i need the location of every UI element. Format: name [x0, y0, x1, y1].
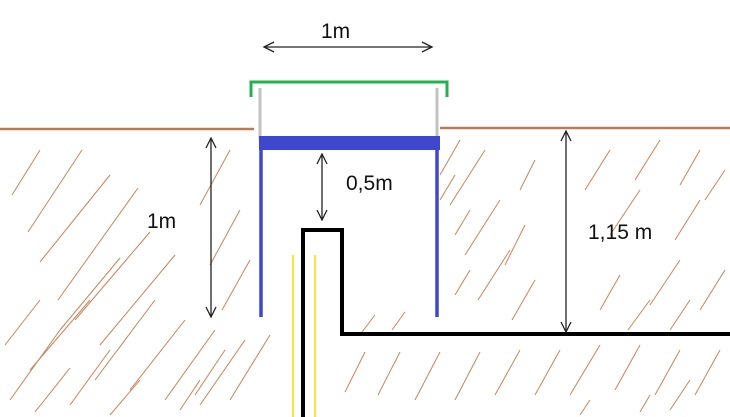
hatch-stroke [449, 149, 486, 206]
hatch-stroke [194, 349, 226, 396]
hatch-stroke [391, 311, 406, 331]
hatch-stroke [57, 187, 139, 301]
pipe-outline [301, 228, 730, 417]
inner-gap-label: 0,5m [346, 172, 393, 195]
hatch-stroke [4, 299, 41, 346]
hatch-stroke [221, 259, 251, 311]
hatch-stroke [9, 329, 61, 401]
left-depth-label: 1m [147, 210, 176, 233]
top-width-label: 1m [321, 20, 350, 43]
hatch-stroke [669, 379, 691, 411]
hatch-stroke [654, 349, 681, 396]
hatch-stroke [627, 299, 651, 331]
hatch-stroke [694, 349, 721, 396]
hatch-stroke [454, 351, 481, 401]
hatch-stroke [179, 379, 201, 411]
hatch-stroke [27, 149, 83, 233]
hatch-stroke [94, 299, 156, 381]
hatch-stroke [439, 139, 461, 176]
hatch-stroke [59, 257, 121, 331]
hatch-stroke [199, 149, 231, 206]
hatch-stroke [209, 209, 241, 266]
hatch-stroke [377, 351, 401, 396]
hatch-stroke [614, 344, 641, 391]
hatch-stroke [579, 399, 591, 416]
hatch-stroke [129, 319, 186, 391]
hatch-stroke [414, 351, 441, 401]
hatch-stroke [494, 349, 521, 396]
hatch-stroke [634, 139, 661, 181]
hatch-stroke [569, 344, 601, 396]
hatch-stroke [74, 231, 151, 321]
hatch-stroke [699, 269, 726, 311]
hatch-stroke [34, 367, 71, 413]
hatch-stroke [344, 351, 366, 393]
hatch-stroke [464, 199, 501, 256]
hatch-stroke [704, 169, 726, 201]
right-depth-label: 1,15 m [588, 221, 652, 244]
blue-cover-slab [259, 136, 440, 150]
hatch-stroke [361, 314, 376, 333]
hatch-stroke [584, 149, 611, 191]
hatch-stroke [639, 394, 651, 413]
hatch-stroke [609, 189, 641, 236]
hatch-stroke [11, 149, 41, 196]
hatch-stroke [199, 339, 246, 406]
hatch-stroke [229, 334, 271, 401]
hatch-stroke [109, 379, 141, 416]
hatch-stroke [439, 174, 456, 201]
hatch-stroke [519, 159, 536, 191]
hatch-stroke [649, 259, 681, 306]
hatch-stroke [599, 274, 621, 311]
hatch-stroke [504, 224, 526, 266]
hatch-stroke [454, 269, 471, 296]
hatch-stroke [511, 279, 536, 321]
hatch-stroke [679, 149, 701, 186]
hatch-stroke [164, 329, 216, 401]
hatch-stroke [69, 349, 111, 406]
hatch-stroke [674, 199, 701, 241]
green-cap-bracket [249, 80, 449, 97]
soil-hatching [4, 139, 726, 416]
hatch-stroke [669, 299, 691, 331]
hatch-stroke [39, 174, 111, 263]
hatch-stroke [99, 254, 176, 346]
hatch-stroke [534, 349, 561, 396]
hatch-stroke [454, 209, 471, 236]
hatch-stroke [477, 249, 511, 301]
